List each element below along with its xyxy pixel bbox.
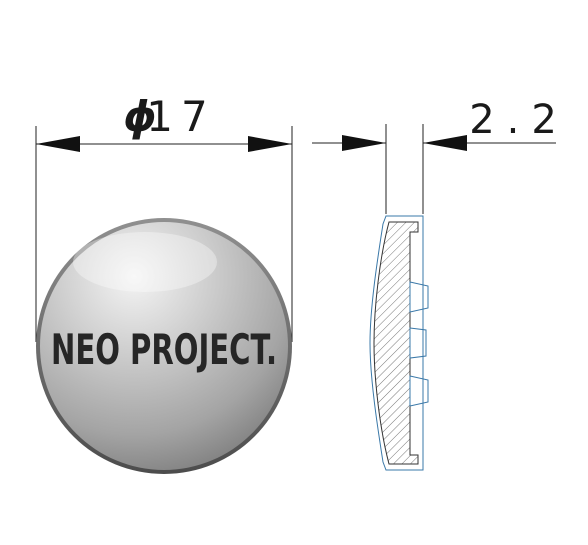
thickness-dimension: 2.2 [312, 97, 569, 214]
rib-middle [409, 327, 427, 359]
thickness-value: 2.2 [469, 97, 569, 143]
arrowhead-right [248, 136, 292, 152]
badge-logo-text: NEO PROJECT. [51, 325, 277, 374]
rib-top [409, 281, 429, 313]
badge-front-view: NEO PROJECT. [36, 218, 292, 474]
diameter-dimension: ϕ 17 [35, 92, 293, 342]
badge-highlight [73, 232, 217, 292]
diameter-symbol: ϕ [123, 92, 156, 141]
thickness-arrow-right [423, 135, 467, 151]
rib-bottom [409, 375, 429, 407]
badge-face [40, 222, 288, 470]
section-ribs [409, 281, 429, 407]
diameter-value: 17 [146, 92, 215, 141]
section-hatching [373, 221, 419, 465]
thickness-arrow-left [342, 135, 386, 151]
arrowhead-left [36, 136, 80, 152]
badge-section-view [369, 215, 429, 471]
